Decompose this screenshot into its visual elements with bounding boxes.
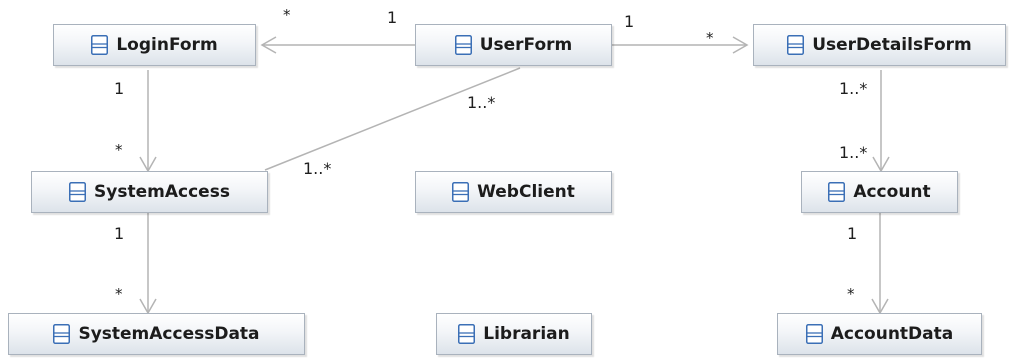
class-name: WebClient	[477, 182, 575, 202]
class-name: SystemAccess	[94, 182, 230, 202]
class-icon	[53, 324, 71, 344]
class-system-access[interactable]: SystemAccess	[31, 171, 268, 213]
multiplicity-label: 1..*	[303, 159, 332, 178]
multiplicity-label: 1	[624, 12, 635, 31]
class-icon	[805, 324, 823, 344]
class-web-client[interactable]: WebClient	[415, 171, 612, 213]
class-system-access-data[interactable]: SystemAccessData	[8, 313, 305, 355]
multiplicity-label: 1..*	[839, 79, 868, 98]
multiplicity-label: *	[283, 6, 291, 24]
class-icon	[69, 182, 87, 202]
class-name: UserForm	[479, 35, 573, 55]
multiplicity-label: *	[115, 141, 123, 159]
assoc-userform-loginform-arrowhead	[260, 36, 277, 54]
class-login-form[interactable]: LoginForm	[53, 24, 256, 66]
class-icon	[828, 182, 846, 202]
class-librarian[interactable]: Librarian	[436, 313, 592, 355]
multiplicity-label: 1	[847, 224, 858, 243]
multiplicity-label: 1..*	[467, 93, 496, 112]
class-user-form[interactable]: UserForm	[415, 24, 612, 66]
multiplicity-label: 1..*	[839, 143, 868, 162]
assoc-userform-systemaccess-line	[264, 67, 521, 171]
multiplicity-label: 1	[387, 8, 398, 27]
class-icon	[458, 324, 476, 344]
multiplicity-label: 1	[114, 79, 125, 98]
class-icon	[91, 35, 109, 55]
multiplicity-label: 1	[114, 224, 125, 243]
class-account-data[interactable]: AccountData	[777, 313, 982, 355]
class-name: AccountData	[830, 324, 954, 344]
class-user-details-form[interactable]: UserDetailsForm	[753, 24, 1006, 66]
class-name: Account	[853, 182, 931, 202]
class-account[interactable]: Account	[801, 171, 958, 213]
class-icon	[454, 35, 472, 55]
assoc-userform-userdetailsform-arrowhead	[732, 36, 749, 54]
class-name: UserDetailsForm	[812, 35, 972, 55]
class-name: Librarian	[483, 324, 570, 344]
class-icon	[787, 35, 805, 55]
class-name: SystemAccessData	[78, 324, 260, 344]
class-name: LoginForm	[116, 35, 218, 55]
multiplicity-label: *	[847, 285, 855, 303]
multiplicity-label: *	[115, 285, 123, 303]
class-icon	[452, 182, 470, 202]
multiplicity-label: *	[706, 29, 714, 47]
